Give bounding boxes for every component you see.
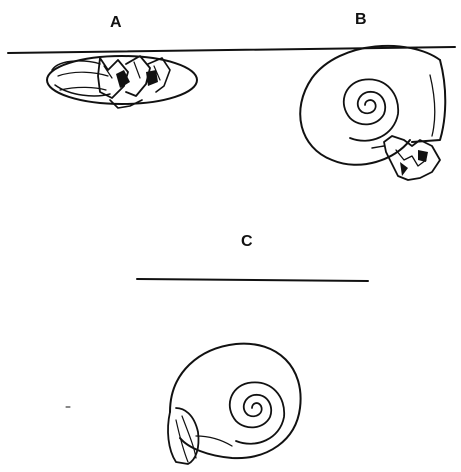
snail-a-drawing [47,56,197,108]
panel-label-b: B [355,11,367,28]
water-surface-line [8,47,455,53]
snail-b-drawing [300,46,445,180]
panel-label-c: C [241,233,253,250]
snail-c-drawing [168,344,301,464]
panel-label-a: A [110,14,122,31]
panel-c-line [137,279,368,281]
